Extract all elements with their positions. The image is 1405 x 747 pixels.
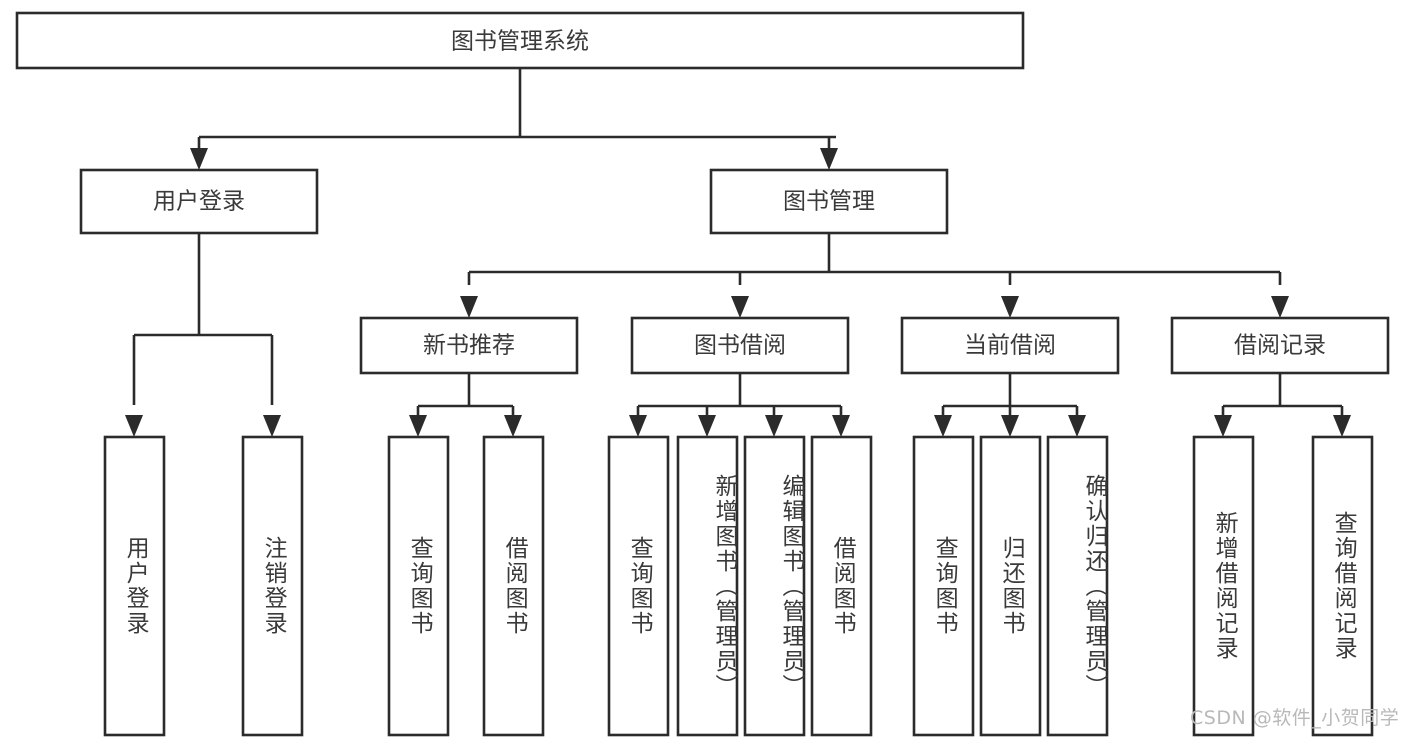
leaf-box-borrow-book-a[interactable] bbox=[482, 435, 545, 737]
node-root-box[interactable] bbox=[15, 11, 1025, 70]
node-user-login-label: 用户登录 bbox=[153, 189, 245, 215]
arrow-icon-leaf-query-book-c bbox=[934, 415, 952, 437]
leaf-box-borrow-book-b[interactable] bbox=[810, 435, 873, 737]
arrow-icon-leaf-query-book-a bbox=[409, 415, 427, 437]
node-current-borrow-label: 当前借阅 bbox=[964, 333, 1056, 359]
arrow-icon-leaf-borrow-book-a bbox=[504, 415, 522, 437]
arrow-icon-leaf-confirm-return bbox=[1068, 415, 1086, 437]
connector-group-borrow bbox=[629, 373, 850, 437]
leaf-box-edit-book[interactable] bbox=[743, 435, 806, 737]
connector-group-user-login bbox=[125, 233, 281, 437]
arrow-icon-to-newbook bbox=[460, 296, 478, 318]
leaf-box-query-book-b[interactable] bbox=[607, 435, 670, 737]
connector-group-newbook bbox=[409, 373, 522, 437]
node-new-book-recommend-box[interactable] bbox=[359, 316, 579, 375]
arrow-icon-root-to-user-login bbox=[190, 148, 208, 170]
arrow-icon-leaf-user-login bbox=[125, 415, 143, 437]
arrow-icon-to-current bbox=[1001, 296, 1019, 318]
node-current-borrow-box[interactable] bbox=[900, 316, 1120, 375]
node-book-borrow-label: 图书借阅 bbox=[694, 333, 786, 359]
node-borrow-record[interactable]: 借阅记录 bbox=[1170, 316, 1390, 375]
leaf-box-confirm-return[interactable] bbox=[1046, 435, 1109, 737]
node-book-management-box[interactable] bbox=[709, 168, 949, 235]
node-borrow-record-box[interactable] bbox=[1170, 316, 1390, 375]
connector-group-current bbox=[934, 373, 1086, 437]
node-book-management[interactable]: 图书管理 bbox=[709, 168, 949, 235]
arrow-icon-leaf-borrow-book-b bbox=[832, 415, 850, 437]
node-book-management-label: 图书管理 bbox=[783, 189, 875, 215]
node-current-borrow[interactable]: 当前借阅 bbox=[900, 316, 1120, 375]
connector-group-book-mgmt bbox=[460, 233, 1289, 318]
arrow-icon-leaf-query-record bbox=[1333, 415, 1351, 437]
node-user-login-box[interactable] bbox=[79, 168, 319, 235]
node-root-label: 图书管理系统 bbox=[451, 29, 589, 55]
node-new-book-recommend-label: 新书推荐 bbox=[423, 333, 515, 359]
leaf-box-user-login[interactable] bbox=[103, 435, 166, 737]
arrow-icon-leaf-logout bbox=[263, 415, 281, 437]
leaf-box-query-book-a[interactable] bbox=[387, 435, 450, 737]
arrow-icon-leaf-return-book bbox=[1001, 415, 1019, 437]
leaf-box-query-book-c[interactable] bbox=[912, 435, 975, 737]
leaf-box-return-book[interactable] bbox=[979, 435, 1042, 737]
node-new-book-recommend[interactable]: 新书推荐 bbox=[359, 316, 579, 375]
arrow-icon-leaf-query-book-b bbox=[629, 415, 647, 437]
node-book-borrow[interactable]: 图书借阅 bbox=[630, 316, 850, 375]
leaf-box-group bbox=[103, 435, 1374, 737]
connector-group-root bbox=[190, 68, 838, 170]
arrow-icon-leaf-add-book bbox=[698, 415, 716, 437]
arrow-icon-to-borrow bbox=[731, 296, 749, 318]
arrow-icon-to-record bbox=[1271, 296, 1289, 318]
leaf-box-query-record[interactable] bbox=[1311, 435, 1374, 737]
leaf-box-add-book[interactable] bbox=[676, 435, 739, 737]
leaf-box-add-record[interactable] bbox=[1192, 435, 1255, 737]
csdn-watermark: CSDN @软件_小贺同学 bbox=[1190, 707, 1400, 729]
connector-group-record bbox=[1214, 373, 1351, 437]
node-borrow-record-label: 借阅记录 bbox=[1234, 333, 1326, 359]
arrow-icon-root-to-book-mgmt bbox=[820, 148, 838, 170]
node-book-borrow-box[interactable] bbox=[630, 316, 850, 375]
node-root-book-management-system[interactable]: 图书管理系统 bbox=[15, 11, 1025, 70]
arrow-icon-leaf-add-record bbox=[1214, 415, 1232, 437]
leaf-box-logout[interactable] bbox=[241, 435, 304, 737]
arrow-icon-leaf-edit-book bbox=[765, 415, 783, 437]
node-user-login[interactable]: 用户登录 bbox=[79, 168, 319, 235]
